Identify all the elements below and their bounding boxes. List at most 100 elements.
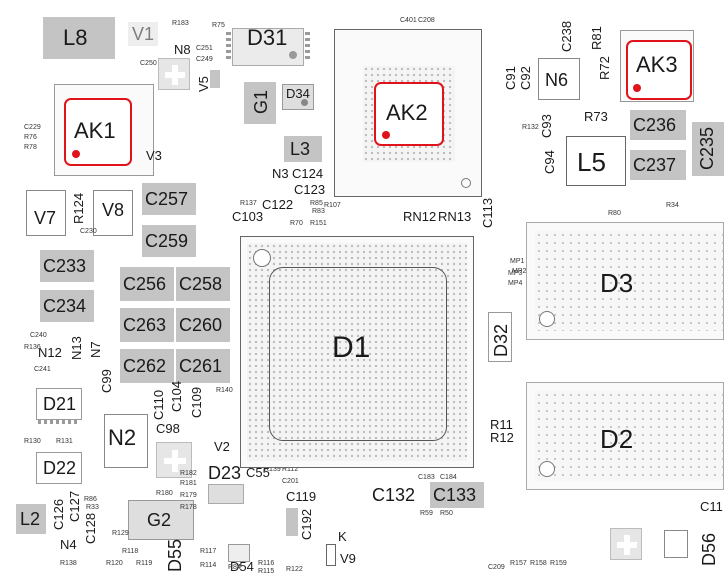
marker-ak2: AK2 <box>374 82 444 146</box>
label-c11: C11 <box>700 499 723 514</box>
ic-d54 <box>228 544 250 562</box>
ic-d31: D31 <box>232 25 304 66</box>
marker-ak3: AK3 <box>626 40 692 100</box>
label-r86: R86 <box>84 496 97 503</box>
label-r80: R80 <box>608 210 621 217</box>
label-r119: R119 <box>136 560 153 567</box>
d31-pins-left <box>226 32 231 62</box>
crystal-g2: G2 <box>128 500 194 540</box>
cap-c56 <box>210 70 220 88</box>
label-r84: R84 <box>228 564 241 571</box>
ic-d2-package <box>526 382 724 490</box>
label-r34: R34 <box>666 202 679 209</box>
label-r33: R33 <box>86 504 99 511</box>
label-c122: C122 <box>262 197 294 212</box>
d31-pins-right <box>305 32 310 62</box>
label-d23: D23 <box>208 463 242 483</box>
label-c93: C93 <box>539 114 554 138</box>
label-r138: R138 <box>60 560 77 567</box>
inductor-l2: L2 <box>16 504 46 534</box>
label-r107: R107 <box>324 202 341 209</box>
label-c126: C126 <box>51 498 66 530</box>
label-c263: C263 <box>123 315 167 335</box>
label-r120: R120 <box>106 560 123 567</box>
label-c258: C258 <box>179 274 223 294</box>
label-r131: R131 <box>56 438 73 445</box>
label-d2: D2 <box>600 424 634 454</box>
label-c236: C236 <box>633 115 677 135</box>
label-n4: N4 <box>60 537 77 552</box>
label-r179: R179 <box>180 492 197 499</box>
cap-c258: C258 <box>176 267 230 301</box>
label-r12: R12 <box>490 430 514 445</box>
label-n8: N8 <box>174 42 191 57</box>
label-rn12: RN12 <box>403 209 437 224</box>
label-d54: D54 <box>230 559 254 574</box>
transistor-v7: V7 <box>26 190 66 236</box>
label-c123: C123 <box>294 182 326 197</box>
label-l8: L8 <box>63 25 88 50</box>
crystal-g1: G1 <box>244 82 276 124</box>
label-c208: C208 <box>418 17 435 24</box>
label-c261: C261 <box>179 356 223 376</box>
cap-c259: C259 <box>142 225 196 257</box>
label-ak2: AK2 <box>386 100 428 125</box>
label-r151: R151 <box>310 220 327 227</box>
label-v8: V8 <box>102 200 125 220</box>
label-r83: R83 <box>312 208 325 215</box>
label-r73: R73 <box>584 109 608 124</box>
label-l5: L5 <box>577 147 606 177</box>
label-r118: R118 <box>122 548 139 555</box>
label-c235: C235 <box>697 126 717 170</box>
cap-c260: C260 <box>176 308 230 342</box>
label-r112: R112 <box>282 466 299 473</box>
label-r11: R11 <box>490 417 513 432</box>
label-c250: C250 <box>140 60 157 67</box>
label-c104: C104 <box>169 380 184 412</box>
cap-c257: C257 <box>142 183 196 215</box>
label-c184: C184 <box>440 474 457 481</box>
label-r129: R129 <box>112 530 129 537</box>
cap-c256: C256 <box>120 267 174 301</box>
label-d31: D31 <box>247 25 288 50</box>
label-rn13: RN13 <box>438 209 472 224</box>
label-r115: R115 <box>258 568 275 575</box>
label-r70: R70 <box>290 220 303 227</box>
cap-c261: C261 <box>176 349 230 383</box>
label-c238: C238 <box>559 20 574 52</box>
label-v3: V3 <box>146 148 162 163</box>
cap-c192 <box>286 508 298 536</box>
label-r117: R117 <box>200 548 217 555</box>
label-r78: R78 <box>24 144 37 151</box>
cap-c262: C262 <box>120 349 174 383</box>
transistor-v8: V8 <box>93 190 133 236</box>
label-r81: R81 <box>589 26 604 50</box>
label-c257: C257 <box>145 189 189 209</box>
label-mp3: MP3 <box>508 270 523 277</box>
label-r75: R75 <box>212 22 225 29</box>
cap-c233: C233 <box>40 250 94 282</box>
label-d32: D32 <box>491 323 511 357</box>
cap-c235: C235 <box>692 122 724 176</box>
diode-d34: D34 <box>282 84 314 110</box>
cap-c263: C263 <box>120 308 174 342</box>
label-c183: C183 <box>418 474 435 481</box>
label-n13: N13 <box>69 336 84 360</box>
ic-n2: N2 <box>104 414 148 468</box>
label-g1: G1 <box>251 89 271 114</box>
label-r180: R180 <box>156 490 173 497</box>
inductor-l8: L8 <box>43 17 115 59</box>
label-n6: N6 <box>545 70 569 90</box>
label-c260: C260 <box>179 315 223 335</box>
label-r181: R181 <box>180 480 197 487</box>
label-v2: V2 <box>214 439 230 454</box>
transistor-v4 <box>158 58 190 90</box>
label-c241: C241 <box>34 366 51 373</box>
label-mp2: MP2 <box>512 268 527 275</box>
label-c256: C256 <box>123 274 167 294</box>
label-c113: C113 <box>480 197 495 228</box>
label-c98: C98 <box>156 421 180 436</box>
label-r137: R137 <box>240 200 257 207</box>
label-r159: R159 <box>550 560 567 567</box>
label-c132: C132 <box>372 485 416 505</box>
